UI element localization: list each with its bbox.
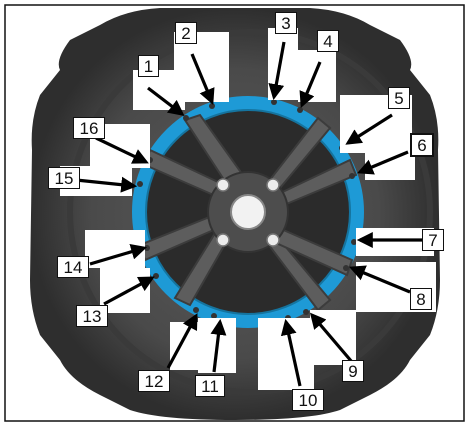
callout-label-11: 11 — [195, 375, 225, 397]
callout-label-13: 13 — [76, 305, 108, 327]
callout-label-12: 12 — [138, 370, 170, 392]
callout-label-7: 7 — [422, 229, 444, 251]
callout-label-4: 4 — [317, 30, 339, 52]
callout-label-8: 8 — [410, 288, 432, 310]
center-bore — [231, 195, 265, 229]
callout-label-1: 1 — [138, 55, 159, 77]
callout-label-9: 9 — [342, 360, 364, 382]
callout-label-6: 6 — [410, 133, 434, 157]
callout-label-2: 2 — [175, 22, 197, 44]
callout-label-16: 16 — [73, 117, 105, 139]
callout-label-5: 5 — [388, 87, 410, 109]
callout-label-14: 14 — [57, 256, 89, 278]
callout-label-3: 3 — [275, 12, 297, 34]
callout-label-15: 15 — [48, 167, 80, 189]
callout-label-10: 10 — [292, 389, 324, 411]
